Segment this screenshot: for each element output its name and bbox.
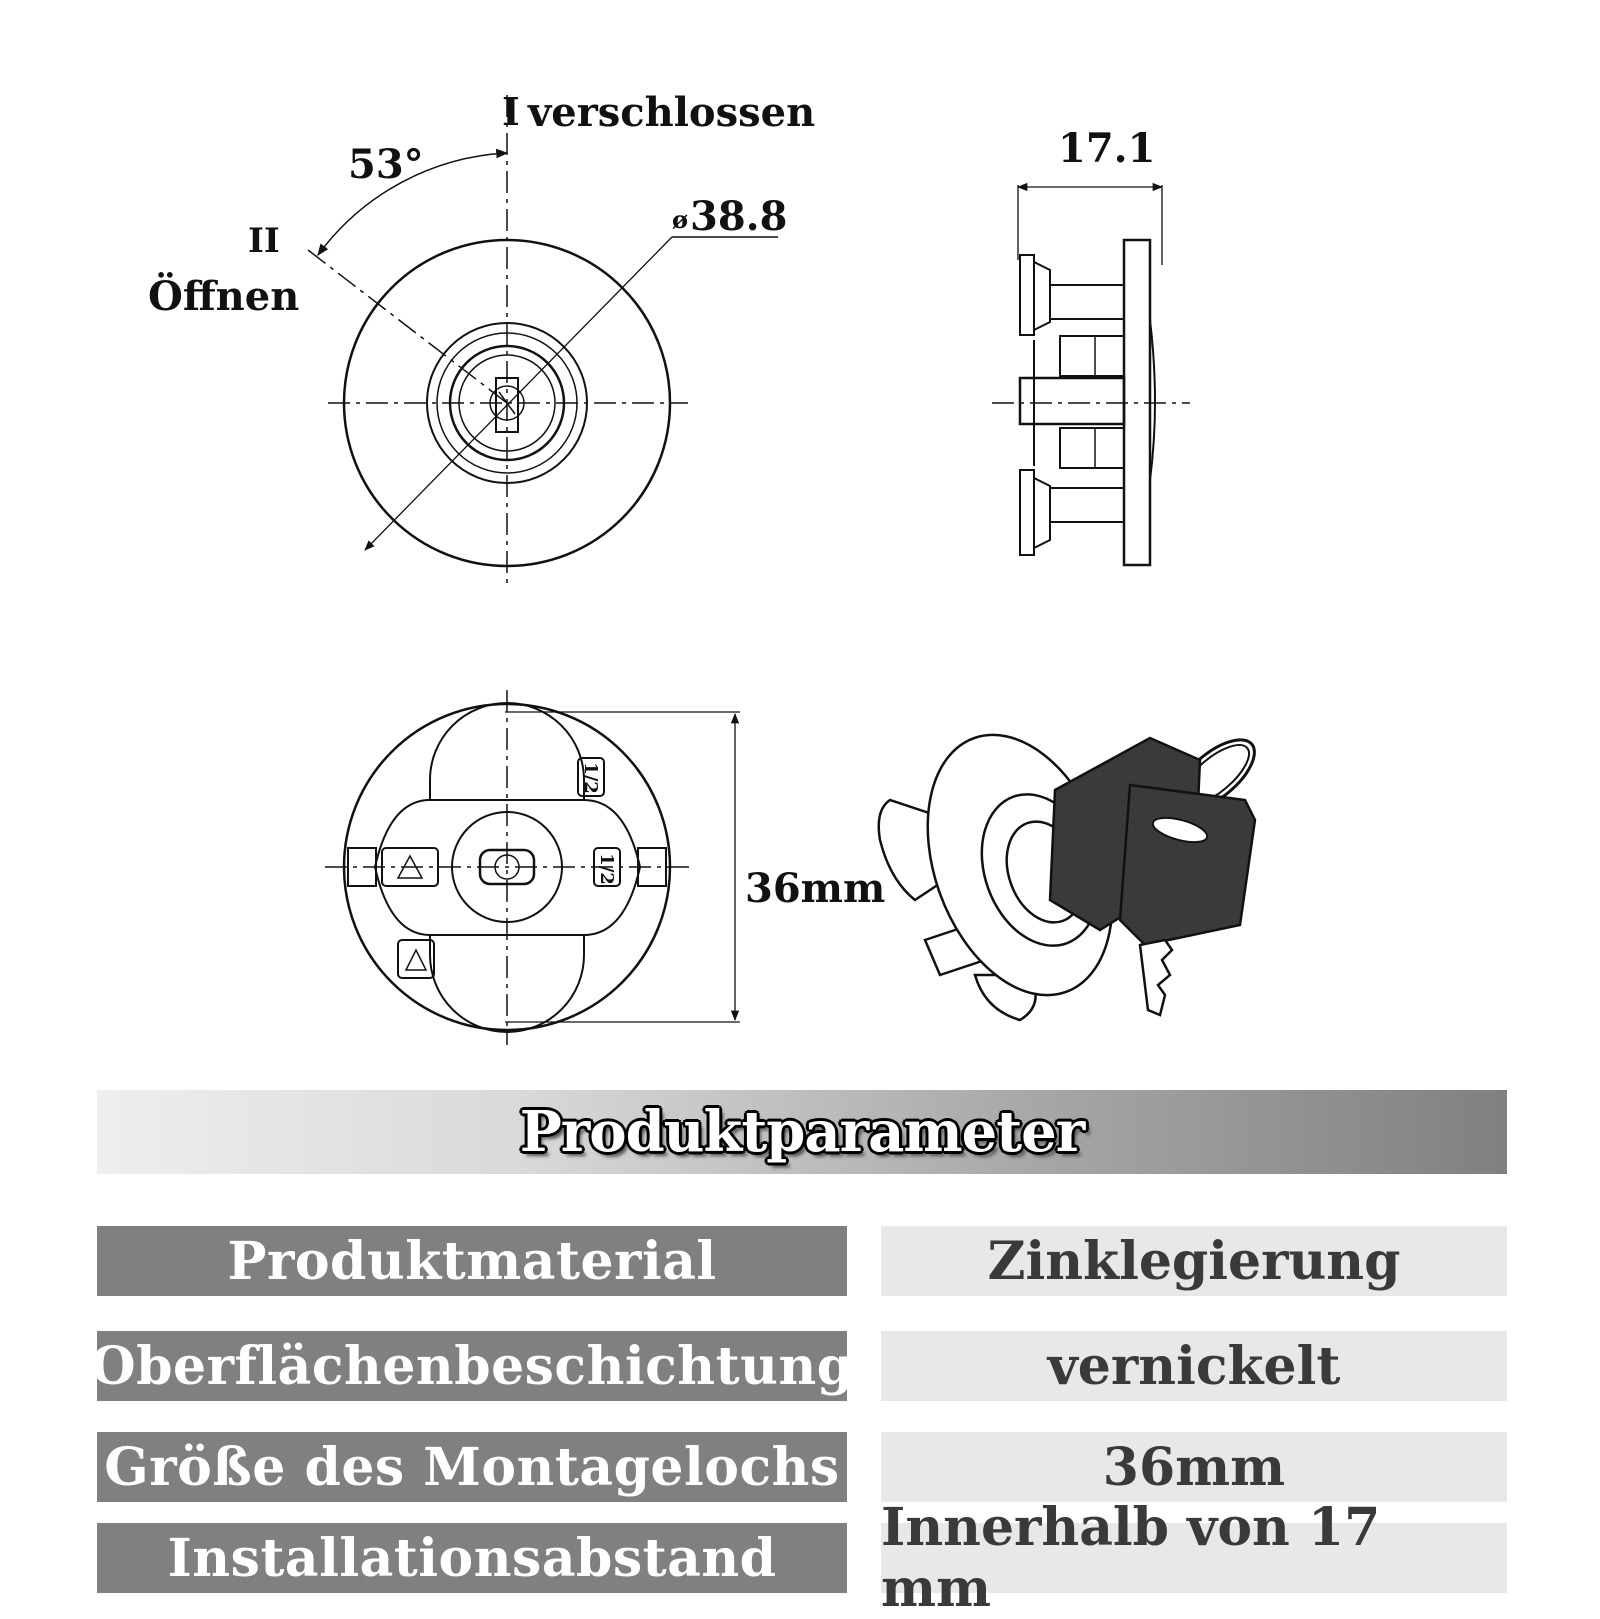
param-value: Innerhalb von 17 mm <box>881 1497 1507 1619</box>
half-mark-top: 1/2 <box>580 762 601 794</box>
angle-label: 53° <box>348 141 424 188</box>
param-key: Produktmaterial <box>97 1226 847 1296</box>
product-parameters-banner: Produktparameter <box>97 1090 1507 1174</box>
param-value: vernickelt <box>881 1331 1507 1401</box>
back-slot <box>478 848 536 886</box>
param-row: Oberflächenbeschichtung vernickelt <box>90 1331 1507 1401</box>
recycle-mark-bottom <box>397 939 435 979</box>
diameter-dimension-line <box>364 236 673 551</box>
param-value: Zinklegierung <box>881 1226 1507 1296</box>
param-row: Installationsabstand Innerhalb von 17 mm <box>97 1497 1507 1619</box>
param-key: Größe des Montagelochs <box>97 1432 847 1502</box>
open-mark: II <box>248 221 280 261</box>
left-tab <box>347 847 377 887</box>
right-tab <box>637 847 667 887</box>
shaft <box>1018 376 1126 426</box>
perspective-view <box>877 733 1257 1022</box>
recycle-mark-left <box>381 847 439 887</box>
lower-cam-lobe <box>429 934 585 1033</box>
upper-cam-lobe <box>429 702 585 801</box>
half-mark-box-top <box>577 757 605 797</box>
param-key: Oberflächenbeschichtung <box>90 1331 853 1401</box>
mount-size-label: 36mm <box>745 865 885 912</box>
half-mark-box-right <box>593 847 621 887</box>
key-front-icon <box>1118 783 1257 947</box>
closed-mark: I <box>502 89 520 134</box>
angle-arc <box>317 148 509 256</box>
key-blade-icon <box>1138 938 1174 1017</box>
diameter-symbol: ø <box>672 205 688 234</box>
banner-title: Produktparameter <box>519 1099 1086 1165</box>
open-label: Öffnen <box>148 273 299 320</box>
front-ring-outer <box>426 322 588 484</box>
back-view <box>325 690 740 1045</box>
open-position-line <box>307 249 508 404</box>
side-view <box>992 182 1190 567</box>
front-cylinder <box>448 344 566 462</box>
param-row: Produktmaterial Zinklegierung <box>97 1226 1507 1296</box>
key-slot-circle <box>489 385 525 421</box>
back-hub <box>451 811 563 923</box>
param-value: 36mm <box>881 1432 1507 1502</box>
closed-label: verschlossen <box>527 89 815 136</box>
param-row: Größe des Montagelochs 36mm <box>97 1432 1507 1502</box>
thickness-label: 17.1 <box>1058 125 1155 172</box>
key-slot <box>495 377 519 433</box>
half-mark-right: 1/2 <box>596 853 617 885</box>
front-cylinder-inner <box>458 354 556 452</box>
diameter-label: 38.8 <box>690 193 787 240</box>
technical-drawing: I verschlossen 53° II Öffnen ø 38.8 17.1 <box>148 89 1257 1045</box>
front-ring-inner <box>436 332 578 474</box>
param-key: Installationsabstand <box>97 1523 847 1593</box>
front-view <box>307 95 778 585</box>
